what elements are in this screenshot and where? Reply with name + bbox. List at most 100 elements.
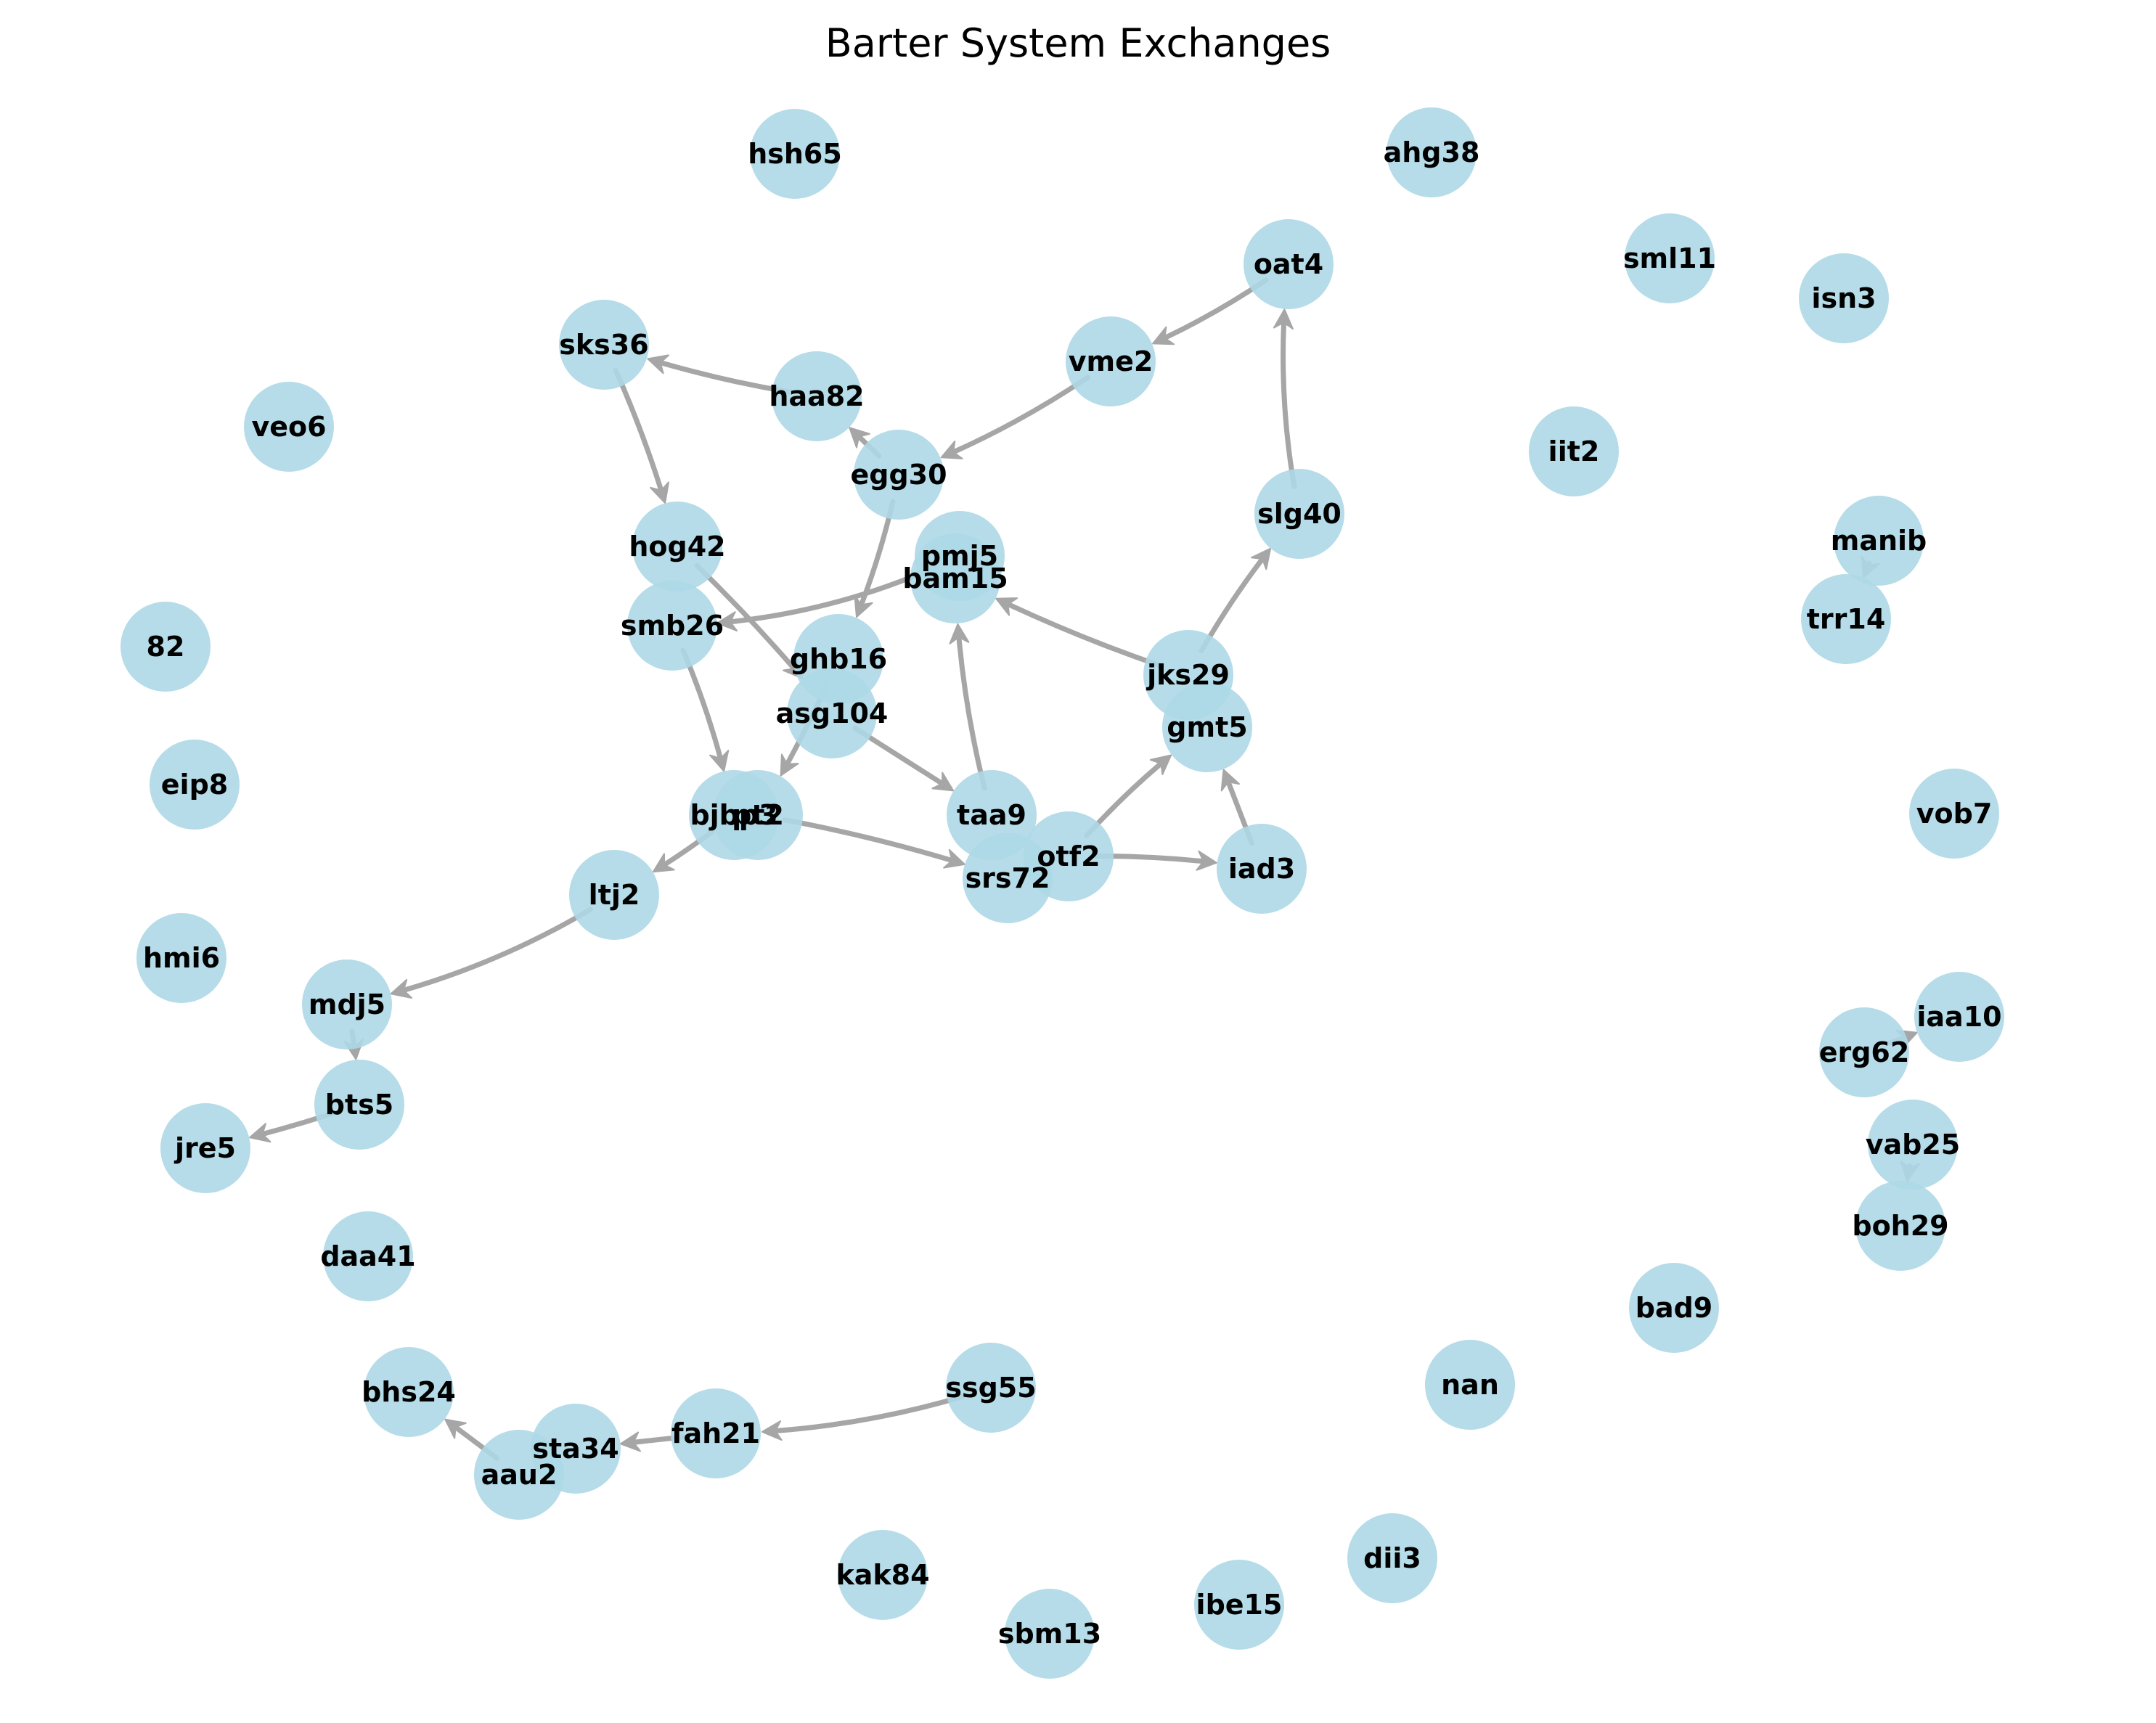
node-hog42 xyxy=(632,502,722,592)
node-haa82 xyxy=(772,351,862,441)
node-label-srs72: srs72 xyxy=(965,862,1050,894)
node-label-slg40: slg40 xyxy=(1257,498,1342,530)
arrowhead-jks29-to-bam15 xyxy=(995,597,1018,616)
node-vob7 xyxy=(1909,769,1999,859)
node-vab25 xyxy=(1868,1100,1958,1190)
node-label-bjbp3: bjbp3 xyxy=(690,799,777,831)
arrowhead-otf2-to-iad3 xyxy=(1196,850,1217,871)
node-label-sbm13: sbm13 xyxy=(998,1618,1101,1650)
node-label-mdj5: mdj5 xyxy=(309,989,385,1020)
node-label-dii3: dii3 xyxy=(1363,1542,1421,1574)
node-label-nan: nan xyxy=(1441,1369,1499,1401)
node-label-iad3: iad3 xyxy=(1228,853,1295,885)
arrowhead-egg30-to-haa82 xyxy=(849,427,870,449)
node-label-hmi6: hmi6 xyxy=(143,942,220,974)
node-label-aau2: aau2 xyxy=(481,1459,558,1491)
node-srs72 xyxy=(963,833,1053,923)
node-label-hog42: hog42 xyxy=(629,531,725,562)
edge-slg40-to-oat4 xyxy=(1281,322,1297,489)
arrowhead-slg40-to-oat4 xyxy=(1273,308,1294,330)
edge-pt2-to-srs72 xyxy=(782,817,952,863)
node-nan xyxy=(1425,1340,1515,1430)
node-egg30 xyxy=(854,430,944,520)
node-label-kak84: kak84 xyxy=(836,1559,929,1591)
node-label-veo6: veo6 xyxy=(251,411,326,443)
node-label-hsh65: hsh65 xyxy=(748,138,842,170)
arrowhead-sks36-to-hog42 xyxy=(650,481,669,504)
node-manib xyxy=(1834,496,1924,586)
arrowhead-vme2-to-egg30 xyxy=(940,441,963,459)
node-pt2 xyxy=(713,770,803,860)
edge-taa9-to-bam15 xyxy=(956,637,987,791)
node-fah21 xyxy=(671,1388,761,1478)
node-label-ghb16: ghb16 xyxy=(790,643,887,675)
node-label-egg30: egg30 xyxy=(850,459,947,491)
node-label-fah21: fah21 xyxy=(671,1417,760,1449)
node-label-eip8: eip8 xyxy=(161,769,228,801)
node-label-jre5: jre5 xyxy=(173,1132,236,1164)
arrowhead-egg30-to-ghb16 xyxy=(854,595,873,618)
node-mdj5 xyxy=(302,959,392,1049)
node-eip8 xyxy=(150,740,240,830)
edge-ssg55-to-fah21 xyxy=(775,1393,967,1433)
node-erg62 xyxy=(1819,1007,1909,1097)
nodes-layer xyxy=(121,107,2004,1679)
arrowhead-fah21-to-sta34 xyxy=(619,1431,641,1452)
node-label-boh29: boh29 xyxy=(1852,1210,1948,1242)
node-label-asg104: asg104 xyxy=(776,697,889,729)
arrowhead-aau2-to-bhs24 xyxy=(444,1418,467,1439)
node-hmi6 xyxy=(136,913,226,1003)
node-sml11 xyxy=(1625,213,1715,303)
arrowhead-ghb16-to-pt2 xyxy=(780,753,799,777)
node-label-sta34: sta34 xyxy=(532,1433,618,1465)
node-vme2 xyxy=(1066,316,1156,406)
node-label-sks36: sks36 xyxy=(559,329,648,361)
node-label-vme2: vme2 xyxy=(1069,345,1153,377)
node-label-iaa10: iaa10 xyxy=(1916,1001,2001,1033)
node-label-otf2: otf2 xyxy=(1037,840,1100,872)
arrowhead-iad3-to-gmt5 xyxy=(1220,769,1240,792)
arrowhead-pt2-to-srs72 xyxy=(943,848,965,869)
node-label-bts5: bts5 xyxy=(325,1089,393,1121)
node-label-pt2: pt2 xyxy=(732,799,784,831)
node-aau2 xyxy=(474,1430,564,1520)
node-trr14 xyxy=(1801,574,1891,664)
node-label-jks29: jks29 xyxy=(1146,659,1230,691)
node-dii3 xyxy=(1347,1513,1437,1603)
node-label-erg62: erg62 xyxy=(1819,1036,1910,1068)
node-ltj2 xyxy=(569,850,659,940)
node-label-smb26: smb26 xyxy=(621,610,724,642)
arrowhead-jks29-to-slg40 xyxy=(1250,547,1272,570)
arrowhead-pmj5-to-smb26 xyxy=(716,611,738,632)
node-gmt5 xyxy=(1162,682,1252,772)
edge-sks36-to-hog42 xyxy=(613,367,663,491)
node-label-isn3: isn3 xyxy=(1811,282,1876,314)
node-bts5 xyxy=(314,1060,404,1150)
node-sks36 xyxy=(559,300,649,390)
node-ssg55 xyxy=(946,1343,1036,1433)
node-iaa10 xyxy=(1914,972,2004,1062)
node-hsh65 xyxy=(750,109,840,199)
node-iad3 xyxy=(1217,824,1307,914)
edge-vme2-to-egg30 xyxy=(952,375,1090,454)
node-sbm13 xyxy=(1005,1589,1095,1679)
node-slg40 xyxy=(1254,469,1344,559)
node-bad9 xyxy=(1629,1263,1719,1353)
node-label-ssg55: ssg55 xyxy=(945,1372,1036,1404)
arrowhead-haa82-to-sks36 xyxy=(647,354,670,375)
node-label-bhs24: bhs24 xyxy=(362,1376,456,1408)
node-label-gmt5: gmt5 xyxy=(1167,711,1247,743)
arrowhead-smb26-to-bjbp3 xyxy=(709,750,730,772)
node-daa41 xyxy=(323,1211,413,1301)
arrowhead-otf2-to-gmt5 xyxy=(1149,754,1172,775)
node-ibe15 xyxy=(1194,1560,1284,1650)
node-smb26 xyxy=(627,581,717,671)
diagram-title: Barter System Exchanges xyxy=(825,20,1331,66)
node-label-iit2: iit2 xyxy=(1548,435,1600,467)
node-label-taa9: taa9 xyxy=(957,799,1026,831)
node-label-oat4: oat4 xyxy=(1254,248,1323,280)
node-bam15 xyxy=(910,533,1000,623)
node-veo6 xyxy=(244,382,334,472)
